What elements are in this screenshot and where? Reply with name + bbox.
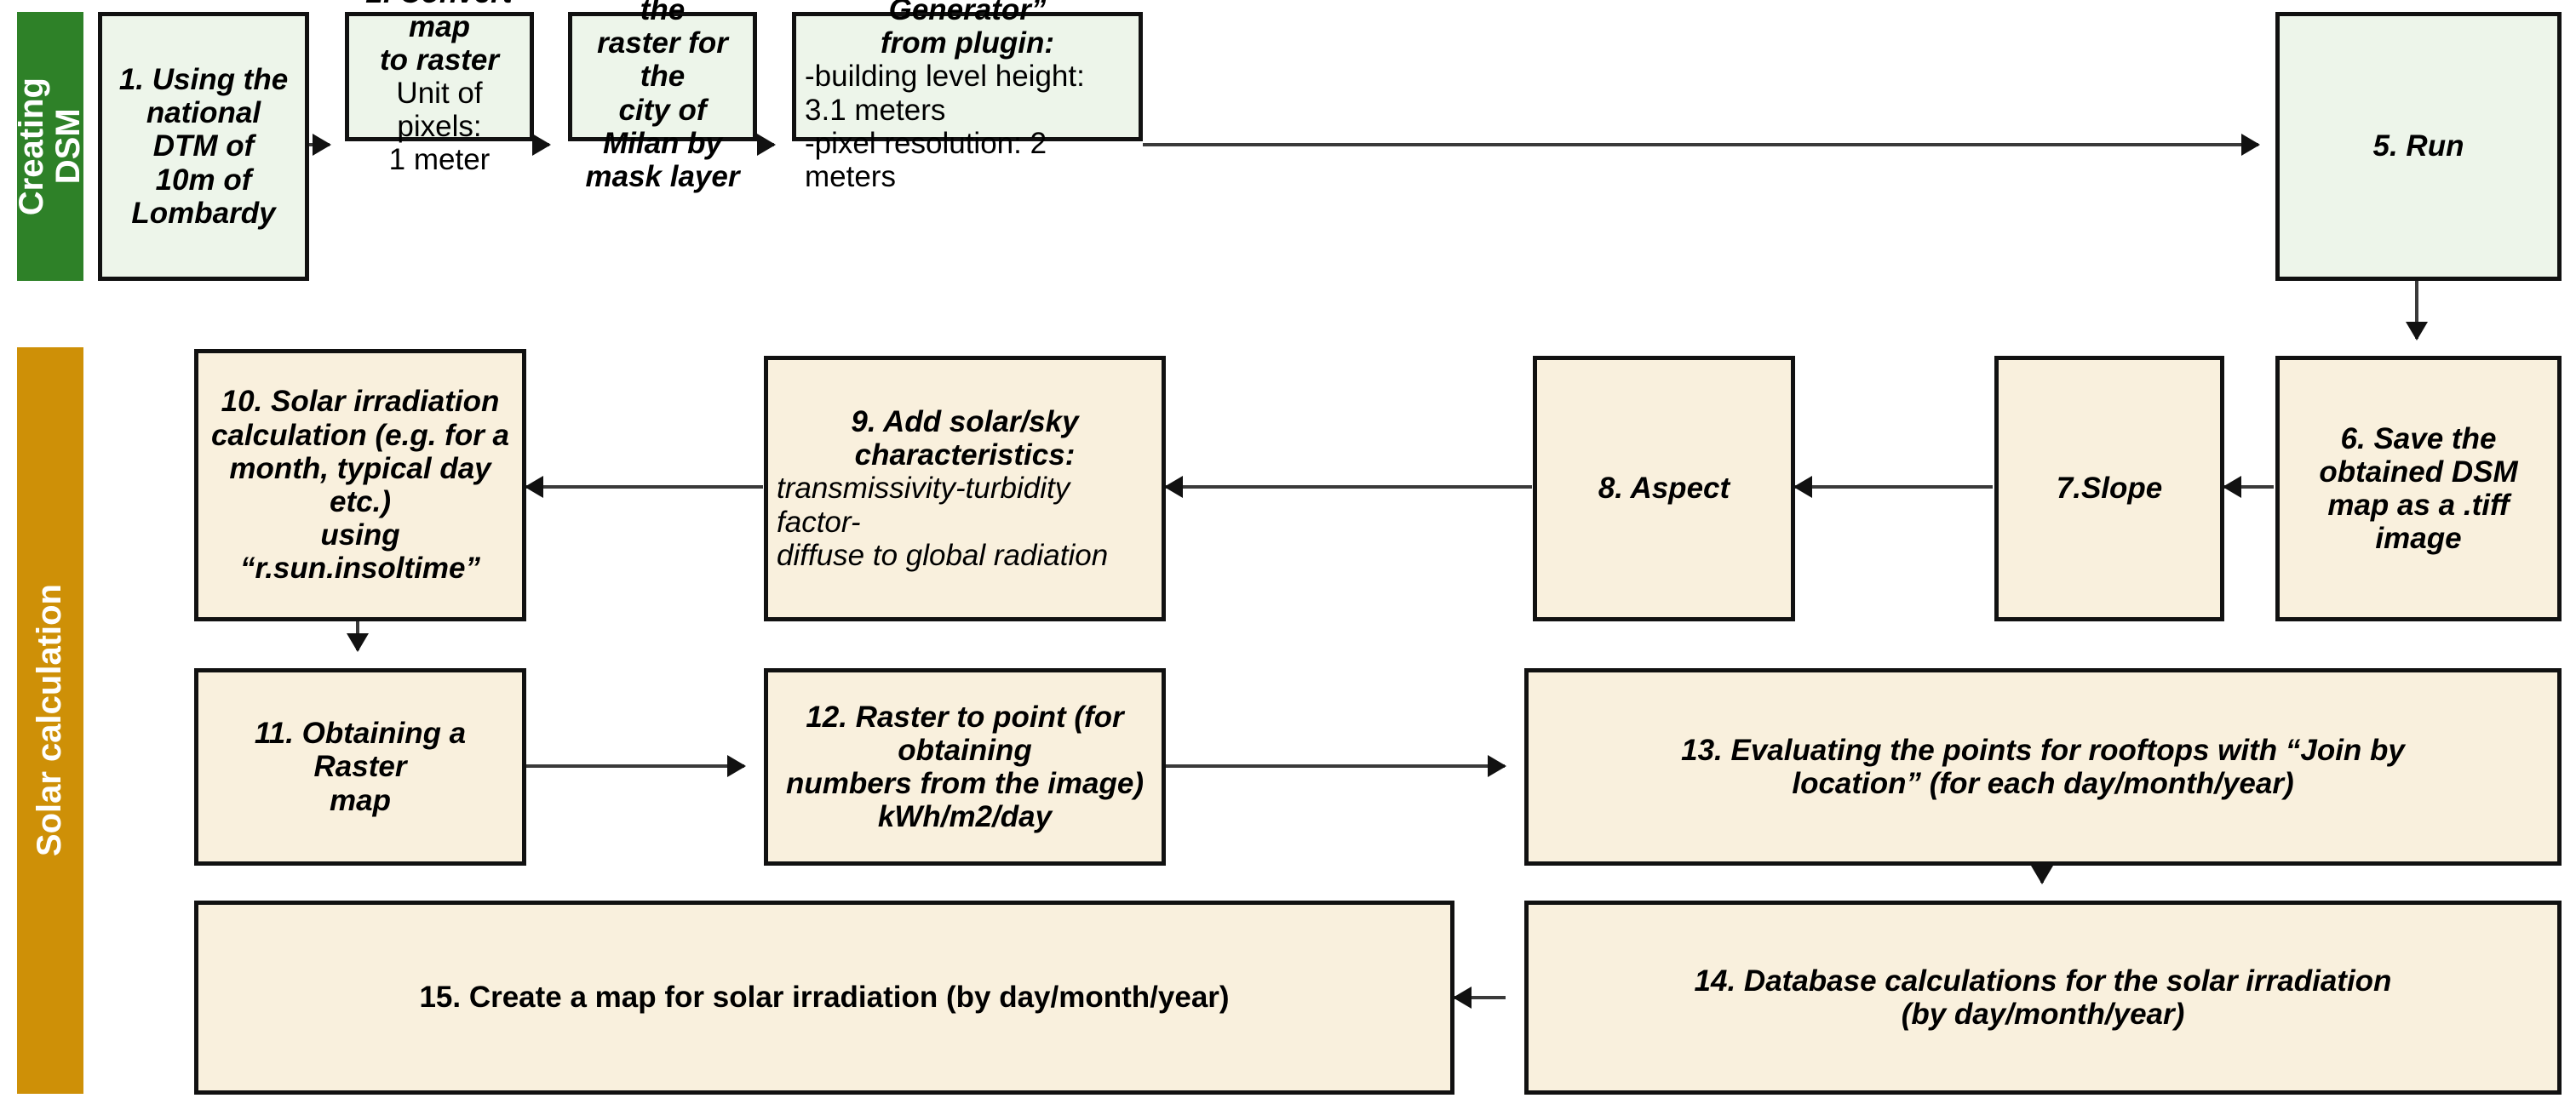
process-box-step-5[interactable]: 5. Run (2275, 12, 2562, 281)
swimlane-solar-calculation: Solar calculation (17, 347, 83, 1094)
arrowhead-c10-11 (347, 633, 369, 652)
process-box-title: 6. Save the obtained DSM map as a .tiff … (2319, 421, 2518, 556)
process-box-title: 9. Add solar/sky characteristics: (851, 405, 1079, 472)
connector-c7-8 (1795, 485, 1993, 489)
arrowhead-c6-7 (2223, 476, 2241, 498)
connector-c5-6 (2415, 281, 2418, 339)
process-box-detail: -building level height: 3.1 meters -pixe… (805, 60, 1085, 193)
arrowhead-c12-13 (1488, 755, 1506, 777)
process-box-step-14[interactable]: 14. Database calculations for the solar … (1524, 901, 2562, 1095)
connector-c8-9 (1166, 485, 1532, 489)
connector-c9-10 (526, 485, 763, 489)
process-box-step-12[interactable]: 12. Raster to point (for obtaining numbe… (764, 668, 1166, 866)
swimlane-label: Solar calculation (31, 584, 69, 857)
arrowhead-c11-12 (727, 755, 746, 777)
arrowhead-c5-6 (2406, 322, 2428, 340)
arrowhead-c7-8 (1793, 476, 1812, 498)
arrowhead-c14-15 (1453, 987, 1472, 1009)
process-box-step-1[interactable]: 1. Using the national DTM of 10m of Lomb… (98, 12, 309, 281)
process-box-title: 13. Evaluating the points for rooftops w… (1681, 733, 2405, 800)
process-box-title: 3. Clipping the raster for the city of M… (585, 0, 740, 193)
arrowhead-c3-4 (757, 134, 776, 156)
process-box-step-11[interactable]: 11. Obtaining a Raster map (194, 668, 526, 866)
process-box-title: 8. Aspect (1598, 472, 1730, 506)
connector-c11-12 (526, 764, 744, 768)
arrowhead-c2-3 (532, 134, 551, 156)
process-box-step-6[interactable]: 6. Save the obtained DSM map as a .tiff … (2275, 356, 2562, 621)
process-box-step-3[interactable]: 3. Clipping the raster for the city of M… (568, 0, 757, 193)
process-box-step-9[interactable]: 9. Add solar/sky characteristics:transmi… (764, 356, 1166, 621)
process-box-title: 4. Use the tool “DSM Generator” from plu… (880, 0, 1055, 60)
connector-c4-5 (1143, 143, 2258, 146)
process-box-step-7[interactable]: 7.Slope (1994, 356, 2224, 621)
arrowhead-c9-10 (525, 476, 543, 498)
process-box-title: 14. Database calculations for the solar … (1694, 964, 2392, 1031)
process-box-title: 10. Solar irradiation calculation (e.g. … (210, 385, 510, 586)
process-box-step-8[interactable]: 8. Aspect (1533, 356, 1795, 621)
process-box-title: 7.Slope (2056, 472, 2163, 506)
process-box-title: 12. Raster to point (for obtaining numbe… (785, 700, 1145, 834)
process-box-title: 1. Using the national DTM of 10m of Lomb… (118, 63, 289, 230)
process-box-detail: transmissivity-turbidity factor- diffuse… (777, 472, 1109, 572)
connector-c14-15 (1454, 996, 1506, 999)
swimlane-label: Creating DSM (12, 77, 87, 216)
process-box-step-13[interactable]: 13. Evaluating the points for rooftops w… (1524, 668, 2562, 866)
swimlane-creating-dsm: Creating DSM (13, 12, 87, 281)
process-box-detail: Unit of pixels: 1 meter (388, 77, 491, 177)
process-box-title: 5. Run (2372, 129, 2464, 163)
arrowhead-c1-2 (313, 134, 331, 156)
connector-c12-13 (1166, 764, 1505, 768)
connector-c6-7 (2224, 485, 2274, 489)
arrowhead-c8-9 (1164, 476, 1183, 498)
process-box-title: 11. Obtaining a Raster map (254, 717, 467, 817)
arrowhead-c4-5 (2241, 134, 2260, 156)
process-box-step-4[interactable]: 4. Use the tool “DSM Generator” from plu… (792, 0, 1143, 193)
process-box-title: 15. Create a map for solar irradiation (… (419, 981, 1230, 1015)
process-box-title: 2. Convert map to raster (366, 0, 512, 77)
process-box-step-10[interactable]: 10. Solar irradiation calculation (e.g. … (194, 349, 526, 621)
process-box-step-15[interactable]: 15. Create a map for solar irradiation (… (194, 901, 1454, 1095)
arrowhead-c13-14 (2031, 866, 2053, 884)
